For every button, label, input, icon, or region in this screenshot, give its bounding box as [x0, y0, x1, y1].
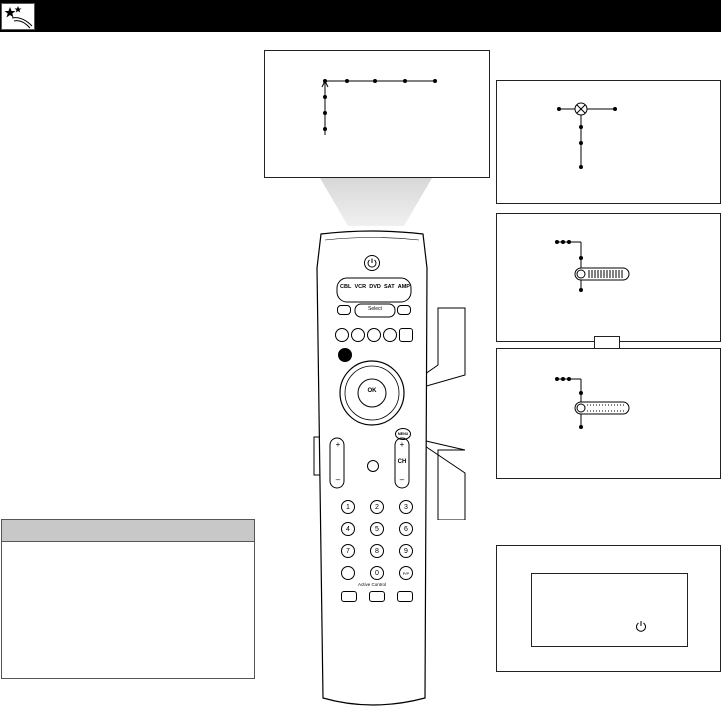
- source-key-cbl[interactable]: CBL: [340, 284, 352, 290]
- tv-screen-main-menu: [264, 50, 490, 178]
- digit-1-button[interactable]: 1: [341, 500, 355, 514]
- channel-label: CH: [397, 459, 407, 465]
- mute-button[interactable]: [367, 460, 379, 472]
- digit-4-button[interactable]: 4: [341, 522, 355, 536]
- ok-button[interactable]: OK: [367, 388, 377, 394]
- volume-down-label[interactable]: –: [335, 475, 341, 484]
- transport-row: [335, 328, 413, 342]
- menu-diagram-step-1: [557, 102, 617, 169]
- picture-format-row: [341, 591, 413, 602]
- power-icon: [635, 619, 647, 632]
- format-button[interactable]: [397, 305, 411, 315]
- picture-format-button-1[interactable]: [341, 591, 357, 602]
- digit-3-button[interactable]: 3: [399, 500, 413, 514]
- stars-wand-icon: [1, 3, 35, 30]
- teletext-button[interactable]: [399, 328, 413, 342]
- forward-button[interactable]: [383, 328, 397, 342]
- picture-format-button-2[interactable]: [369, 591, 385, 602]
- tv-screen-step-1: [496, 80, 721, 204]
- pip-button[interactable]: P/P: [399, 566, 413, 580]
- digit-9-button[interactable]: 9: [399, 544, 413, 558]
- power-button[interactable]: [364, 255, 380, 271]
- source-key-vcr[interactable]: VCR: [354, 284, 367, 290]
- ir-beam: [320, 178, 432, 226]
- digit-7-button[interactable]: 7: [341, 544, 355, 558]
- tv-screen-step-4: [496, 545, 721, 672]
- digit-0-button[interactable]: 0: [370, 566, 384, 580]
- remote-control: CBL VCR DVD SAT AMP Select OK MENU + – +…: [315, 228, 429, 712]
- tv-screen-step-3: [496, 348, 721, 479]
- picture-format-button-3[interactable]: [397, 591, 413, 602]
- menu-diagram-top: [321, 79, 437, 135]
- demo-button[interactable]: [338, 348, 352, 362]
- menu-button[interactable]: MENU: [395, 428, 411, 440]
- select-button[interactable]: Select: [368, 306, 382, 312]
- volume-up-label[interactable]: +: [335, 440, 341, 449]
- source-keys: CBL VCR DVD SAT AMP: [340, 284, 410, 296]
- input-button[interactable]: [337, 305, 351, 315]
- inner-panel: [531, 573, 688, 647]
- digit-8-button[interactable]: 8: [370, 544, 384, 558]
- stop-button[interactable]: [351, 328, 365, 342]
- rewind-button[interactable]: [335, 328, 349, 342]
- play-button[interactable]: [367, 328, 381, 342]
- number-keypad: 1 2 3 4 5 6 7 8 9 0 P/P: [341, 500, 413, 580]
- menu-diagram-step-3: [555, 377, 630, 429]
- info-button[interactable]: [341, 566, 355, 580]
- source-key-amp[interactable]: AMP: [397, 284, 410, 290]
- tv-screen-step-2: [496, 213, 721, 342]
- note-box-header: [2, 520, 254, 542]
- power-icon: [367, 258, 377, 268]
- source-key-sat[interactable]: SAT: [383, 284, 395, 290]
- header-bar: [0, 0, 721, 32]
- active-control-label: Active Control: [357, 582, 386, 587]
- menu-diagram-step-2: [555, 240, 630, 292]
- digit-5-button[interactable]: 5: [370, 522, 384, 536]
- source-key-dvd[interactable]: DVD: [369, 284, 381, 290]
- digit-2-button[interactable]: 2: [370, 500, 384, 514]
- channel-down-label[interactable]: –: [399, 475, 405, 484]
- digit-6-button[interactable]: 6: [399, 522, 413, 536]
- channel-up-label[interactable]: +: [399, 440, 405, 449]
- note-box: [1, 519, 255, 679]
